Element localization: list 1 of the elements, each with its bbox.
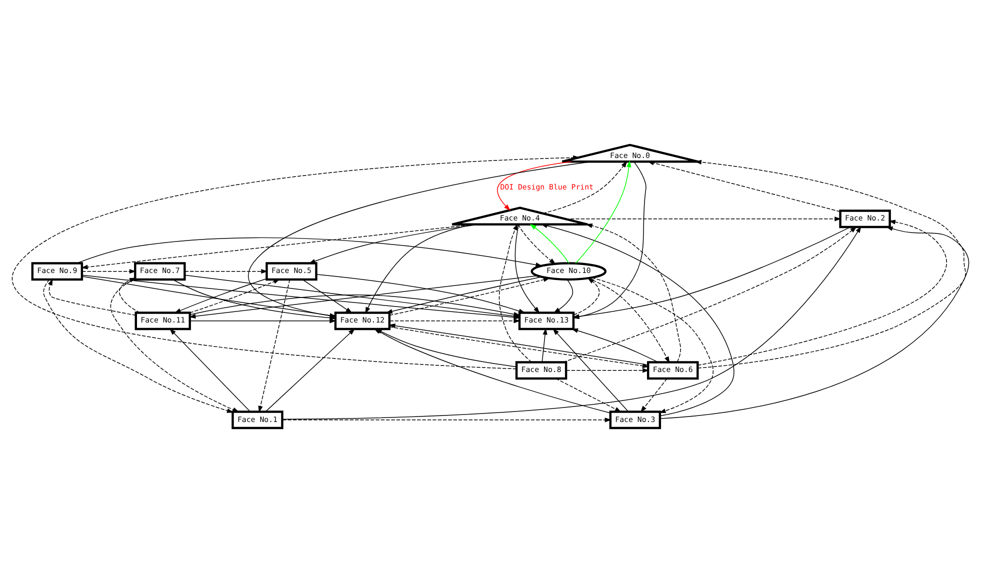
edge-label: DOI Design Blue Print — [500, 182, 594, 191]
